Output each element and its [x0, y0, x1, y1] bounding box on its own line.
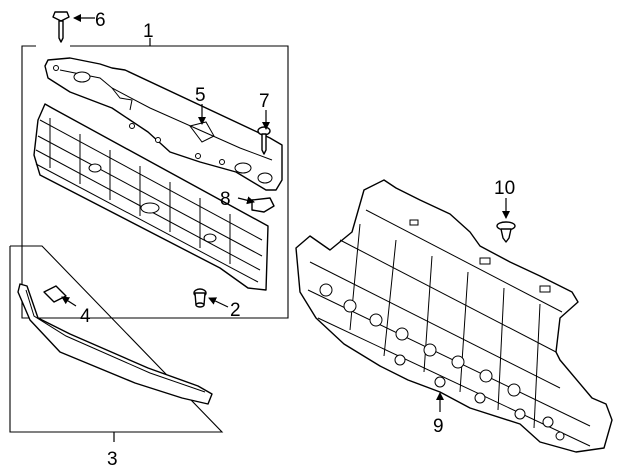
grille-assembly-frame: [21, 38, 289, 319]
grille-molding: [17, 283, 213, 405]
upper-radiator-cover: [44, 57, 283, 191]
leader-lines: [61, 14, 510, 412]
molding-frame: [9, 245, 224, 442]
callout-1: 1: [143, 21, 154, 42]
callout-2: 2: [230, 300, 241, 321]
callout-9: 9: [433, 416, 444, 437]
push-pin-10: [496, 221, 516, 243]
molding-clip: [43, 285, 67, 303]
callout-6: 6: [95, 10, 106, 31]
callout-7: 7: [259, 91, 270, 112]
callout-3: 3: [107, 449, 118, 470]
callout-8: 8: [220, 189, 231, 210]
callout-10: 10: [494, 178, 515, 199]
radiator-grille: [33, 103, 269, 291]
callout-5: 5: [195, 85, 206, 106]
callout-4: 4: [80, 306, 91, 327]
bolt-2: [193, 288, 207, 308]
grille-reinforcement: [295, 179, 613, 453]
bolt-6: [52, 11, 70, 43]
grille-bracket: [251, 197, 275, 213]
